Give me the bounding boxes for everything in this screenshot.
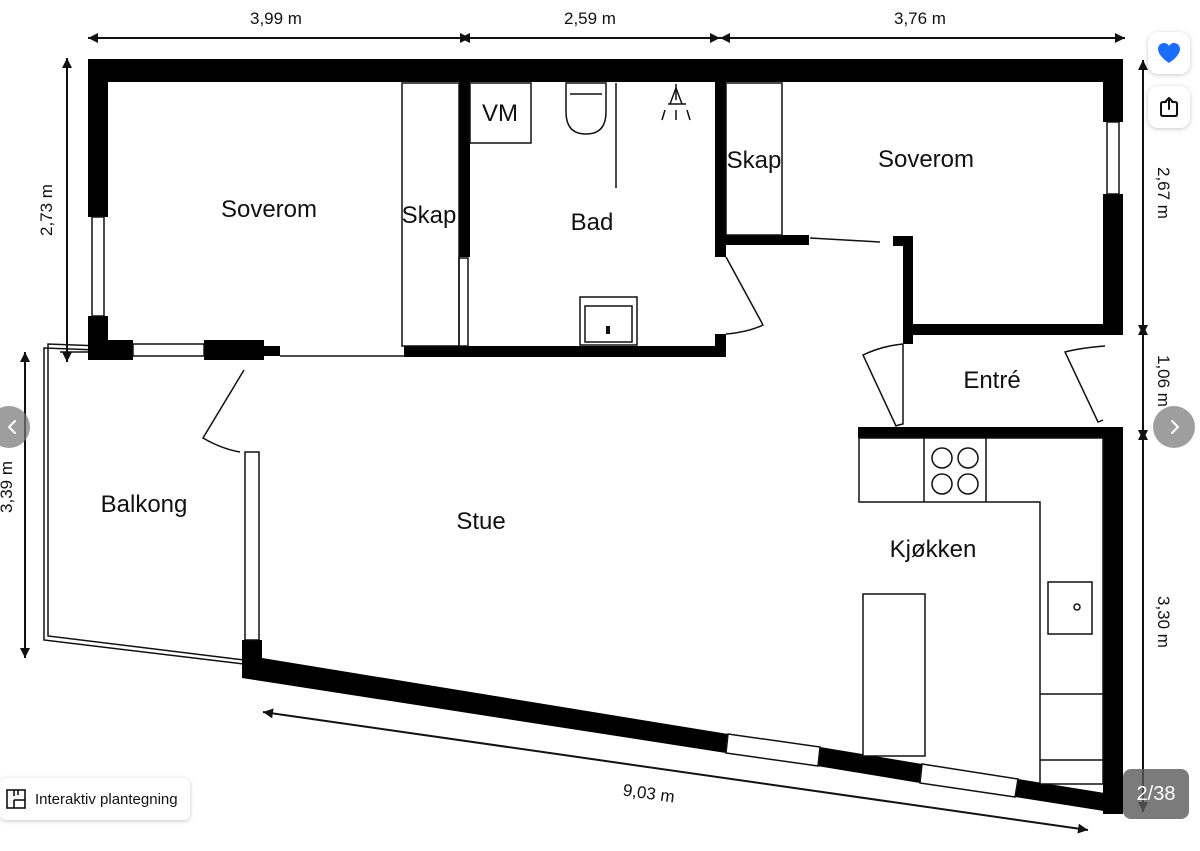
dimension-label-right-upper: 2,67 m — [1154, 167, 1173, 219]
room-label-bad: Bad — [571, 209, 614, 236]
interactive-floorplan-button[interactable]: Interaktiv plantegning — [0, 778, 190, 820]
room-label-soverom-right: Soverom — [878, 146, 974, 173]
dimension-label-top-left: 3,99 m — [250, 9, 302, 28]
interactive-floorplan-label: Interaktiv plantegning — [35, 790, 178, 808]
room-label-skap-left: Skap — [402, 202, 457, 229]
fixtures — [469, 82, 1104, 785]
room-label-soverom-left: Soverom — [221, 196, 317, 223]
dimension-lines — [20, 33, 1148, 834]
room-label-vm: VM — [482, 100, 518, 127]
room-label-entre: Entré — [963, 367, 1020, 394]
favorite-button[interactable] — [1148, 32, 1190, 74]
image-counter: 2/38 — [1123, 769, 1189, 819]
dimension-label-left-lower: 3,39 m — [0, 461, 16, 513]
toilet — [565, 82, 607, 135]
kitchen-counter — [858, 437, 1104, 785]
dimension-label-left-upper: 2,73 m — [37, 184, 56, 236]
room-label-skap-right: Skap — [727, 147, 782, 174]
dimension-label-top-right: 3,76 m — [894, 9, 946, 28]
washing-machine — [469, 82, 532, 144]
next-image-button[interactable] — [1153, 406, 1195, 448]
dimension-label-bottom: 9,03 m — [622, 780, 676, 806]
heart-icon — [1158, 43, 1180, 63]
stove-icon — [931, 447, 979, 495]
dimension-label-right-lower: 3,30 m — [1154, 596, 1173, 648]
kitchen-sink — [1047, 581, 1093, 635]
floorplan-icon — [6, 789, 26, 809]
shower-icon — [661, 84, 691, 121]
windows — [91, 121, 1120, 798]
walls — [88, 59, 1123, 814]
interior-outlines — [201, 82, 1106, 453]
chevron-left-icon — [8, 420, 16, 434]
room-label-stue: Stue — [456, 508, 505, 535]
dimension-label-top-mid: 2,59 m — [564, 9, 616, 28]
kitchen-island — [862, 593, 926, 757]
dimension-label-right-mid: 1,06 m — [1154, 355, 1173, 407]
share-button[interactable] — [1148, 86, 1190, 128]
room-label-balkong: Balkong — [101, 491, 188, 518]
share-icon — [1160, 97, 1178, 117]
chevron-right-icon — [1171, 420, 1179, 434]
room-label-kjokken: Kjøkken — [890, 536, 977, 563]
